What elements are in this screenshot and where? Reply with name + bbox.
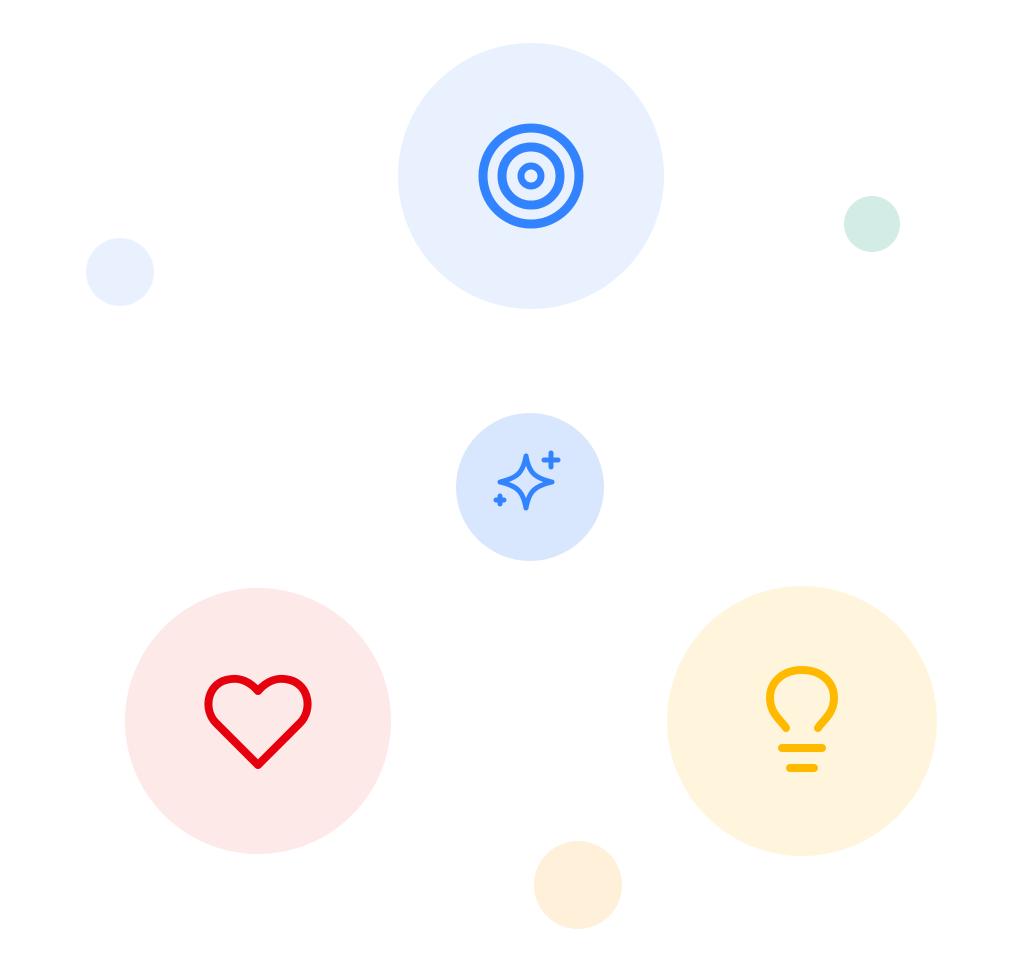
- sparkle-icon: [493, 450, 561, 511]
- target-circle: [398, 43, 664, 309]
- decorative-dot-blue: [86, 238, 154, 306]
- sparkle-circle: [456, 413, 604, 561]
- lightbulb-icon: [765, 666, 839, 772]
- lightbulb-circle: [667, 586, 937, 856]
- decorative-dot-teal: [844, 196, 900, 252]
- target-icon: [478, 123, 584, 229]
- decorative-dot-orange: [534, 841, 622, 929]
- heart-icon: [204, 674, 312, 769]
- heart-circle: [125, 588, 391, 854]
